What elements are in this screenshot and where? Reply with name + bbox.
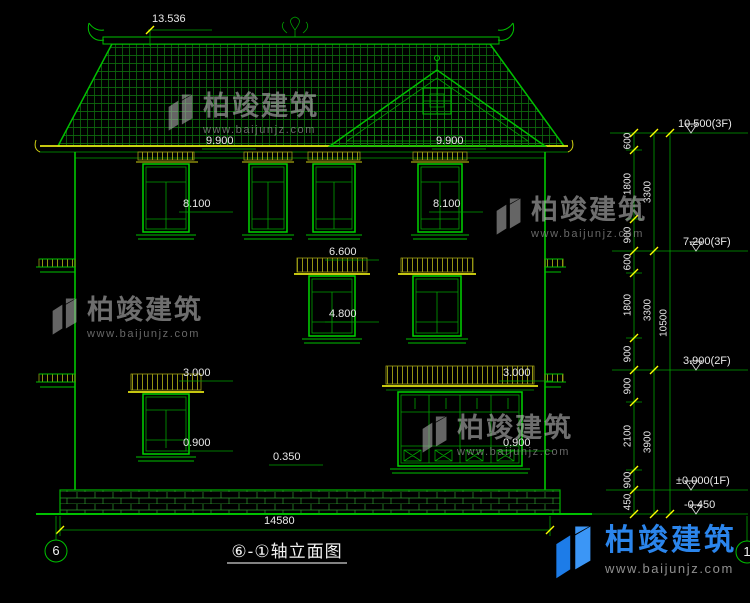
watermark-brand-icon (496, 198, 521, 235)
dim-label-3f-window-right: 8.100 (433, 198, 461, 210)
window-2f-2 (398, 257, 476, 344)
watermark-url-text: www.baijunjz.com (87, 328, 201, 341)
window-3f-1 (136, 151, 198, 240)
dim-label-3f-window-left: 8.100 (183, 198, 211, 210)
watermark-1: 柏竣建筑 www.baijunjz.com (166, 92, 319, 136)
drawing-title: ⑥-①轴立面图 (231, 542, 343, 561)
brand-logo-icon (556, 526, 591, 579)
dim-chain-450: 450 (622, 493, 634, 511)
right-dimension-chains (606, 123, 748, 519)
dim-label-2f-canopy: 6.600 (329, 246, 357, 258)
level-marker-neg450: -0.450 (684, 499, 716, 511)
watermark-brand-text: 柏竣建筑 (531, 195, 647, 225)
watermark-url-text: www.baijunjz.com (203, 124, 317, 137)
grid-left (44, 516, 68, 563)
watermark-url-text: www.baijunjz.com (531, 228, 645, 241)
plinth (59, 489, 561, 515)
window-3f-3 (306, 151, 362, 240)
dim-overall-height: 10500 (658, 309, 670, 337)
dim-label-1f-sill-right: 0.900 (503, 437, 531, 449)
dim-chain-900b: 900 (622, 345, 634, 363)
gable (327, 55, 548, 147)
watermark-3: 柏竣建筑 www.baijunjz.com (50, 296, 203, 340)
watermark-2: 柏竣建筑 www.baijunjz.com (494, 196, 647, 240)
window-3f-4 (411, 151, 469, 240)
grid-bubble-right: 1 (743, 544, 750, 559)
callout-lines (145, 25, 553, 466)
dim-chain-600a: 600 (622, 132, 634, 150)
dim-chain-900d: 900 (622, 471, 634, 489)
dim-chain-3300b: 3300 (642, 298, 654, 322)
dim-label-eave-left: 9.900 (206, 135, 234, 147)
windows-1f (128, 365, 538, 474)
dim-chain-1800b: 1800 (622, 293, 634, 317)
level-marker-0000: ±0.000(1F) (676, 475, 730, 487)
watermark-brand-icon (422, 416, 447, 453)
watermark-brand-icon (168, 94, 193, 131)
dim-chain-3900: 3900 (642, 430, 654, 454)
dim-label-overall-width: 14580 (264, 515, 295, 527)
watermark-brand-text: 柏竣建筑 (87, 295, 203, 325)
dim-chain-2100: 2100 (622, 424, 634, 448)
window-2f-1 (294, 257, 370, 344)
brand-logo: 柏竣建筑 www.baijunjz.com (552, 524, 737, 582)
watermark-brand-text: 柏竣建筑 (203, 91, 319, 121)
dim-label-1f-canopy-right: 3.000 (503, 367, 531, 379)
grid-right (735, 516, 750, 564)
dim-label-plinth: 0.350 (273, 451, 301, 463)
level-marker-3900: 3.900(2F) (683, 355, 731, 367)
grid-bubble-left: 6 (52, 543, 60, 558)
window-3f-2 (242, 151, 294, 240)
dim-chain-1800a: 1800 (622, 172, 634, 196)
level-marker-7200: 7.200(3F) (683, 236, 731, 248)
dim-chain-900c: 900 (622, 377, 634, 395)
dim-chain-600b: 600 (622, 253, 634, 271)
watermark-brand-text: 柏竣建筑 (457, 413, 573, 443)
bay-window-1f (382, 365, 538, 474)
side-cornices (36, 258, 566, 388)
watermark-url-text: www.baijunjz.com (457, 446, 571, 459)
dim-label-ridge: 13.536 (152, 13, 186, 25)
brand-logo-text: 柏竣建筑 (605, 524, 737, 557)
bottom-dimension (55, 516, 555, 536)
dim-label-eave-right: 9.900 (436, 135, 464, 147)
brand-logo-url: www.baijunjz.com (605, 560, 734, 576)
windows-2f (294, 257, 476, 344)
window-1f-1 (128, 373, 204, 462)
windows-3f (136, 151, 469, 240)
watermark-brand-icon (52, 298, 77, 335)
watermark-4: 柏竣建筑 www.baijunjz.com (420, 414, 573, 458)
dim-label-1f-canopy-left: 3.000 (183, 367, 211, 379)
dim-label-1f-sill-left: 0.900 (183, 437, 211, 449)
dim-label-2f-sill: 4.800 (329, 308, 357, 320)
level-marker-10500: 10.500(3F) (678, 118, 732, 130)
